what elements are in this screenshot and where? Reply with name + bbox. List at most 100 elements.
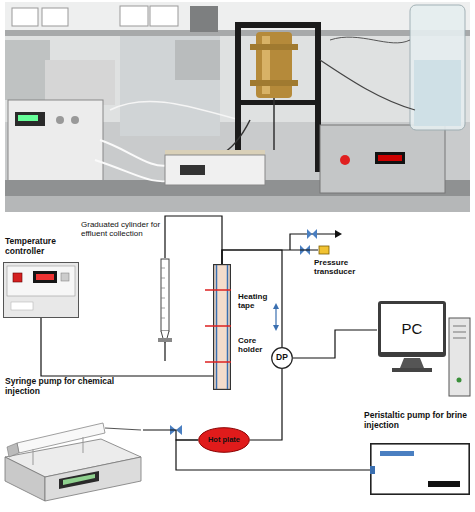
schematic-parts-part (307, 229, 312, 239)
pressure-transducer-shape (318, 244, 330, 256)
lab-photo-part (190, 6, 218, 32)
schematic-parts (170, 229, 470, 435)
tube-connector (176, 440, 370, 470)
lab-photo-part (18, 115, 38, 121)
pc-monitor: PC (377, 300, 447, 358)
schematic-parts-part (392, 368, 432, 372)
lab-photo-part (71, 116, 79, 124)
node-label: Pressure transducer (314, 258, 376, 276)
schematic-parts-part (300, 245, 305, 255)
lab-photo-part (5, 196, 470, 212)
graduated-cylinder-shape-part (158, 338, 172, 342)
temperature-controller: Temperature controller (3, 262, 79, 318)
lab-photo-part (250, 80, 298, 86)
lab-photo-part (375, 152, 405, 164)
lab-photo-part (220, 98, 274, 155)
node-label: Graduated cylinder for effluent collecti… (81, 220, 181, 238)
lab-photo-part (15, 112, 45, 126)
lab-photo-part (180, 165, 205, 175)
syringe-pump-shape (3, 405, 143, 505)
temperature-controller-shape-part (7, 266, 75, 296)
dp-gauge: DP (271, 347, 293, 369)
tube-connector (250, 369, 282, 440)
syringe-pump-shape-part (63, 474, 95, 485)
lab-photo-part (5, 2, 470, 30)
schematic-parts-part (170, 425, 176, 435)
lab-photo-part (56, 116, 64, 124)
syringe-pump-shape-part (7, 443, 19, 457)
lab-photo-part (120, 6, 148, 26)
temperature-controller-shape-part (11, 302, 33, 310)
lab-photo-part (12, 8, 38, 26)
lab-photo-part (110, 101, 240, 120)
temperature-controller-shape (3, 262, 79, 318)
graduated-cylinder-shape-part (161, 268, 165, 318)
lab-photo-part (5, 40, 50, 100)
schematic-parts-part (273, 325, 279, 331)
syringe-pump-shape-part (17, 423, 105, 453)
lab-photo-part (330, 37, 410, 43)
syringe-pump-shape-part (105, 428, 141, 430)
syringe-pump-shape-part (33, 437, 83, 465)
hot-plate: Hot plate (198, 427, 250, 453)
peristaltic-pump-shape-part (370, 466, 375, 474)
dp-gauge-shape-part (272, 348, 293, 369)
temperature-controller-shape-part (36, 274, 54, 280)
syringe-pump: Syringe pump for chemical injection (3, 405, 143, 505)
schematic-parts-part (400, 358, 424, 368)
tube-connector (143, 430, 198, 440)
temperature-controller-shape-part (61, 273, 69, 281)
temperature-controller-shape-part (33, 271, 57, 283)
peristaltic-pump: Peristaltic pump for brine injection (370, 443, 470, 495)
lab-photo-part (378, 155, 402, 161)
node-label: Syringe pump for chemical injection (5, 377, 115, 397)
pressure-transducer-shape-part (319, 246, 329, 254)
lab-photo-part (235, 100, 321, 105)
schematic-parts-part (305, 245, 310, 255)
lab-photo-part (100, 140, 170, 166)
lab-photo-part (150, 6, 178, 26)
core-holder: Heating tapeCore holder (213, 264, 231, 390)
lab-photo-part (8, 100, 103, 182)
lab-photo-part (320, 60, 415, 110)
lab-photo-part (250, 44, 298, 50)
peristaltic-pump-shape-part (428, 481, 460, 487)
syringe-pump-shape-part (5, 457, 45, 501)
lab-photo-part (414, 60, 461, 126)
schematic-parts-part (449, 318, 470, 396)
lab-photo-part (120, 36, 220, 136)
node-label: Heating tape (238, 292, 272, 310)
tube-connector (293, 330, 377, 358)
hot-plate-shape-part (199, 428, 250, 453)
lab-photo-part (235, 22, 321, 28)
temperature-controller-shape-part (4, 263, 79, 318)
lab-photo-part (165, 155, 265, 185)
peristaltic-pump-shape-part (371, 444, 469, 494)
node-label: PC (377, 300, 447, 358)
schematic-parts-part (312, 229, 317, 239)
node-label: Temperature controller (5, 237, 77, 257)
node-label: Peristaltic pump for brine injection (364, 411, 472, 431)
schematic-parts-part (176, 425, 182, 435)
node-label: Core holder (238, 336, 272, 354)
core-holder-shape-part (214, 265, 231, 390)
core-holder-shape-part (213, 290, 231, 362)
lab-photo (5, 2, 470, 212)
lab-photo-part (410, 5, 465, 130)
lab-photo-part (42, 8, 68, 26)
pressure-transducer: Pressure transducer (318, 244, 330, 256)
schematic-parts-part (453, 326, 466, 338)
lab-photo-part (45, 60, 115, 105)
syringe-pump-shape-part (59, 471, 99, 489)
lab-photo-part (95, 160, 175, 181)
lab-photo-part (340, 155, 350, 165)
tube-connector (41, 318, 213, 376)
lab-photo-part (320, 125, 445, 193)
schematic-parts-part (205, 290, 213, 362)
schematic-parts-part (275, 306, 276, 328)
lab-photo-part (175, 40, 220, 80)
core-holder-shape-part (217, 265, 228, 389)
lab-photo-part (5, 2, 470, 212)
